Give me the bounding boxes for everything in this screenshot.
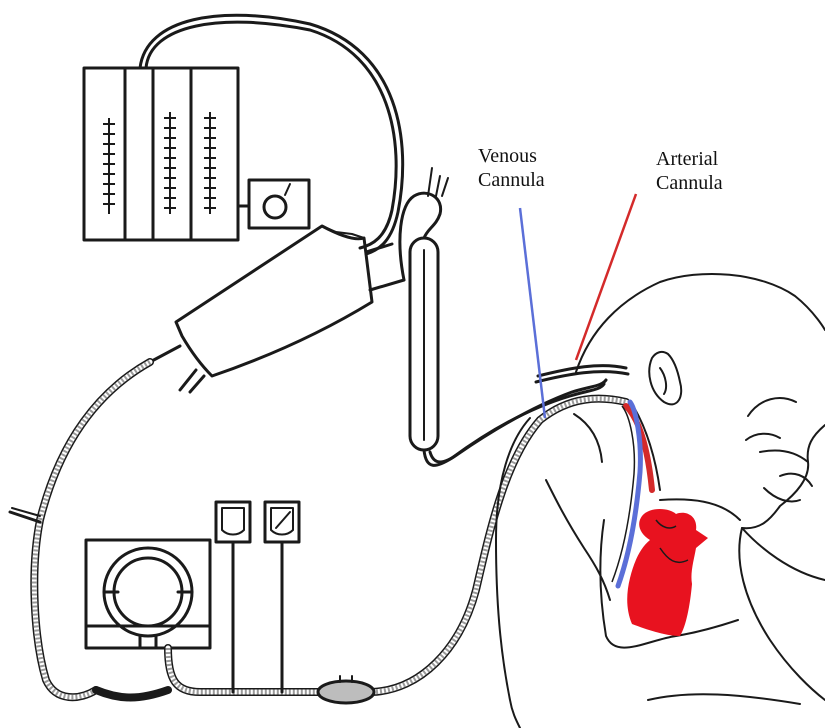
pressure-monitors (216, 502, 299, 692)
venous-cannula-label: Venous Cannula (478, 144, 545, 192)
venous-label-line-2: Cannula (478, 168, 545, 192)
oxygenator (150, 226, 404, 392)
heat-exchanger (400, 168, 606, 465)
arterial-cannula-label: Arterial Cannula (656, 147, 723, 195)
roller-pump (86, 540, 210, 648)
bottom-circuit-tube (96, 399, 626, 703)
bladder-reservoir (318, 681, 374, 703)
venous-label-line-1: Venous (478, 144, 545, 168)
venous-leader-line (520, 208, 545, 418)
arterial-label-line-2: Cannula (656, 171, 723, 195)
infant-figure (496, 274, 825, 728)
arterial-leader-line (576, 194, 636, 360)
flowmeter-panel (84, 68, 309, 240)
heart (627, 509, 708, 636)
arterial-tube (536, 366, 628, 382)
arterial-label-line-1: Arterial (656, 147, 723, 171)
flowmeter-scales (103, 112, 216, 214)
